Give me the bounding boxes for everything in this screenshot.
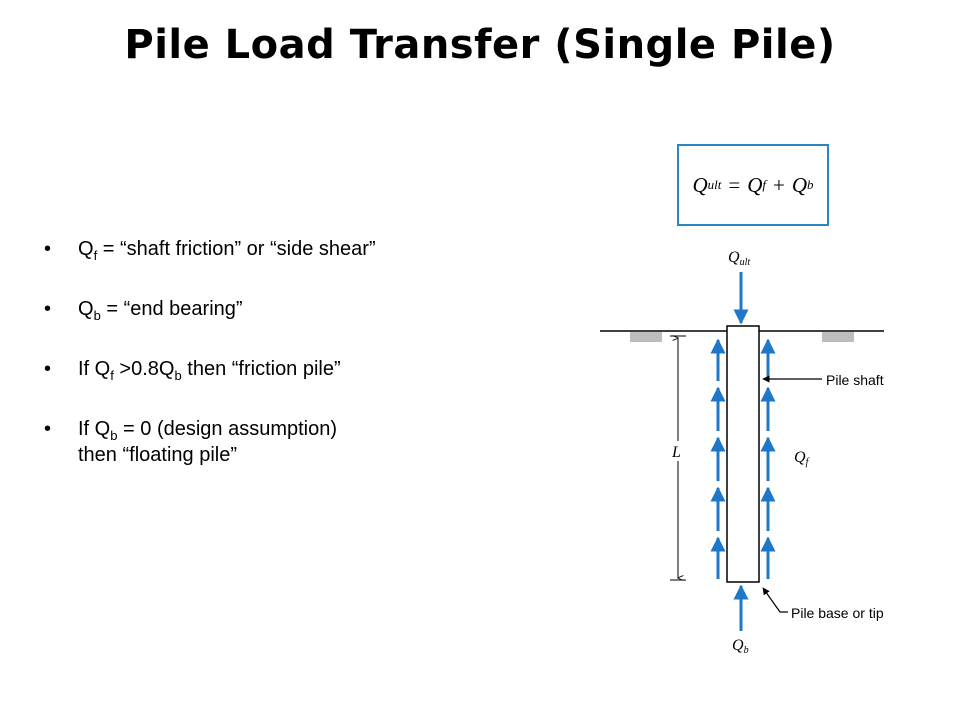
bullet-shaft-friction: • Qf = “shaft friction” or “side shear” <box>44 238 376 263</box>
bullet-friction-pile: • If Qf >0.8Qb then “friction pile” <box>44 358 341 383</box>
bullet-dot: • <box>44 298 52 320</box>
bullet-dot: • <box>44 238 52 260</box>
pile-shaft <box>726 325 760 583</box>
length-dimension <box>668 336 688 580</box>
ground-block-right <box>822 332 854 342</box>
ground-block-left <box>630 332 662 342</box>
q-f-label: Qf <box>794 449 810 468</box>
bullet-list: • Qf = “shaft friction” or “side shear” … <box>44 236 564 502</box>
page-title: Pile Load Transfer (Single Pile) <box>124 22 836 68</box>
pile-base-leader <box>762 587 788 613</box>
bullet-dot: • <box>44 418 52 440</box>
pile-shaft-label: Pile shaft <box>826 372 884 388</box>
q-ult-label: Qult <box>728 249 750 268</box>
q-b-label: Qb <box>732 637 749 656</box>
bullet-end-bearing: • Qb = “end bearing” <box>44 298 243 323</box>
bullet-floating-pile: • If Qb = 0 (design assumption) then “fl… <box>44 418 338 466</box>
length-label: L <box>671 444 681 461</box>
bullet-dot: • <box>44 358 52 380</box>
pile-base-label: Pile base or tip <box>791 605 884 621</box>
